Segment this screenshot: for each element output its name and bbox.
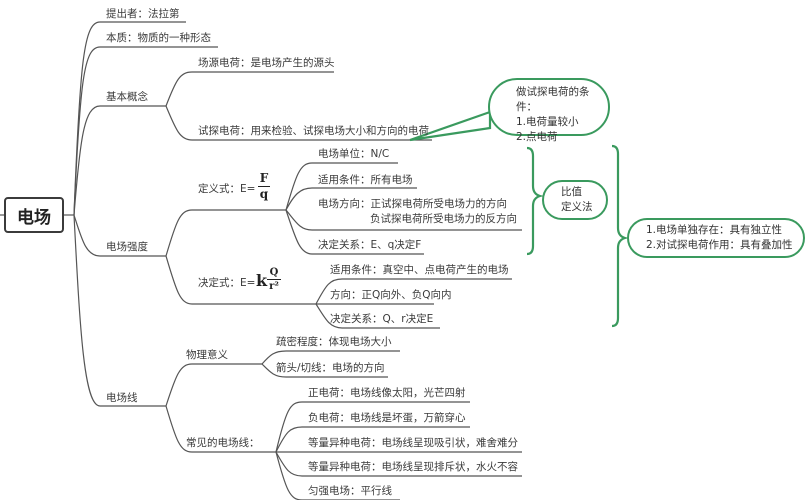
node-proposer[interactable]: 提出者：法拉第: [106, 8, 180, 20]
formula-denominator: q: [259, 187, 269, 201]
node-field-lines[interactable]: 电场线: [106, 392, 138, 404]
determination-label: 决定式：E=: [198, 277, 256, 289]
node-det-applicable[interactable]: 适用条件：真空中、点电荷产生的电场: [330, 264, 509, 276]
callout-line: 做试探电荷的条件：: [516, 86, 590, 113]
callout-test-charge-conditions[interactable]: 做试探电荷的条件： 1.电荷量较小 2.点电荷: [488, 78, 610, 143]
node-like-charges[interactable]: 等量异种电荷：电场线呈现排斥状，水火不容: [308, 461, 518, 473]
node-negative-charge[interactable]: 负电荷：电场线是坏蛋，万箭穿心: [308, 412, 466, 424]
fraction-bar: [267, 279, 281, 280]
callout-ratio-method[interactable]: 比值 定义法: [542, 180, 608, 220]
node-physical-meaning[interactable]: 物理意义: [186, 349, 228, 361]
node-test-charge[interactable]: 试探电荷：用来检验、试探电场大小和方向的电荷: [198, 125, 429, 137]
node-definition-formula[interactable]: 定义式：E=: [198, 183, 255, 196]
node-uniform-field[interactable]: 匀强电场：平行线: [308, 485, 392, 497]
node-direction-2[interactable]: 负试探电荷所受电场力的反方向: [370, 213, 517, 225]
node-det-direction[interactable]: 方向：正Q向外、负Q向内: [330, 289, 452, 301]
callout-line: 2.点电荷: [516, 131, 558, 143]
callout-line: 2.对试探电荷作用：具有叠加性: [646, 239, 793, 251]
node-common-field-lines[interactable]: 常见的电场线：: [186, 437, 260, 449]
node-determine-relation[interactable]: 决定关系：E、q决定F: [318, 239, 422, 251]
node-opposite-charges[interactable]: 等量异种电荷：电场线呈现吸引状，难舍难分: [308, 437, 518, 449]
definition-label: 定义式：E=: [198, 183, 256, 195]
formula-f-over-q: F q: [258, 172, 270, 201]
formula-numerator: F: [259, 171, 269, 185]
formula-denominator: r²: [269, 281, 279, 292]
formula-numerator: Q: [269, 267, 279, 278]
formula-q-over-r2: Q r²: [267, 267, 281, 292]
node-source-charge[interactable]: 场源电荷：是电场产生的源头: [198, 57, 335, 69]
callout-line: 1.电场单独存在：具有独立性: [646, 224, 783, 236]
fraction-bar: [258, 186, 270, 187]
callout-line: 比值: [561, 186, 582, 198]
node-direction-1[interactable]: 电场方向：正试探电荷所受电场力的方向: [318, 198, 507, 210]
callout-field-properties[interactable]: 1.电场单独存在：具有独立性 2.对试探电荷作用：具有叠加性: [627, 218, 805, 258]
callout-line: 1.电荷量较小: [516, 116, 579, 128]
root-node[interactable]: 电场: [4, 197, 64, 233]
node-positive-charge[interactable]: 正电荷：电场线像太阳，光芒四射: [308, 387, 466, 399]
node-applicable[interactable]: 适用条件：所有电场: [318, 174, 413, 186]
node-essence[interactable]: 本质：物质的一种形态: [106, 32, 211, 44]
node-det-relation[interactable]: 决定关系：Q、r决定E: [330, 313, 434, 325]
node-unit[interactable]: 电场单位：N/C: [318, 148, 390, 160]
callout-line: 定义法: [561, 201, 593, 213]
formula-k: k: [256, 271, 268, 290]
node-field-strength[interactable]: 电场强度: [106, 241, 148, 253]
node-arrow-tangent[interactable]: 箭头/切线：电场的方向: [276, 362, 385, 374]
node-density[interactable]: 疏密程度：体现电场大小: [276, 336, 392, 348]
node-determination-formula[interactable]: 决定式：E=: [198, 277, 255, 290]
node-basic-concepts[interactable]: 基本概念: [106, 91, 148, 103]
